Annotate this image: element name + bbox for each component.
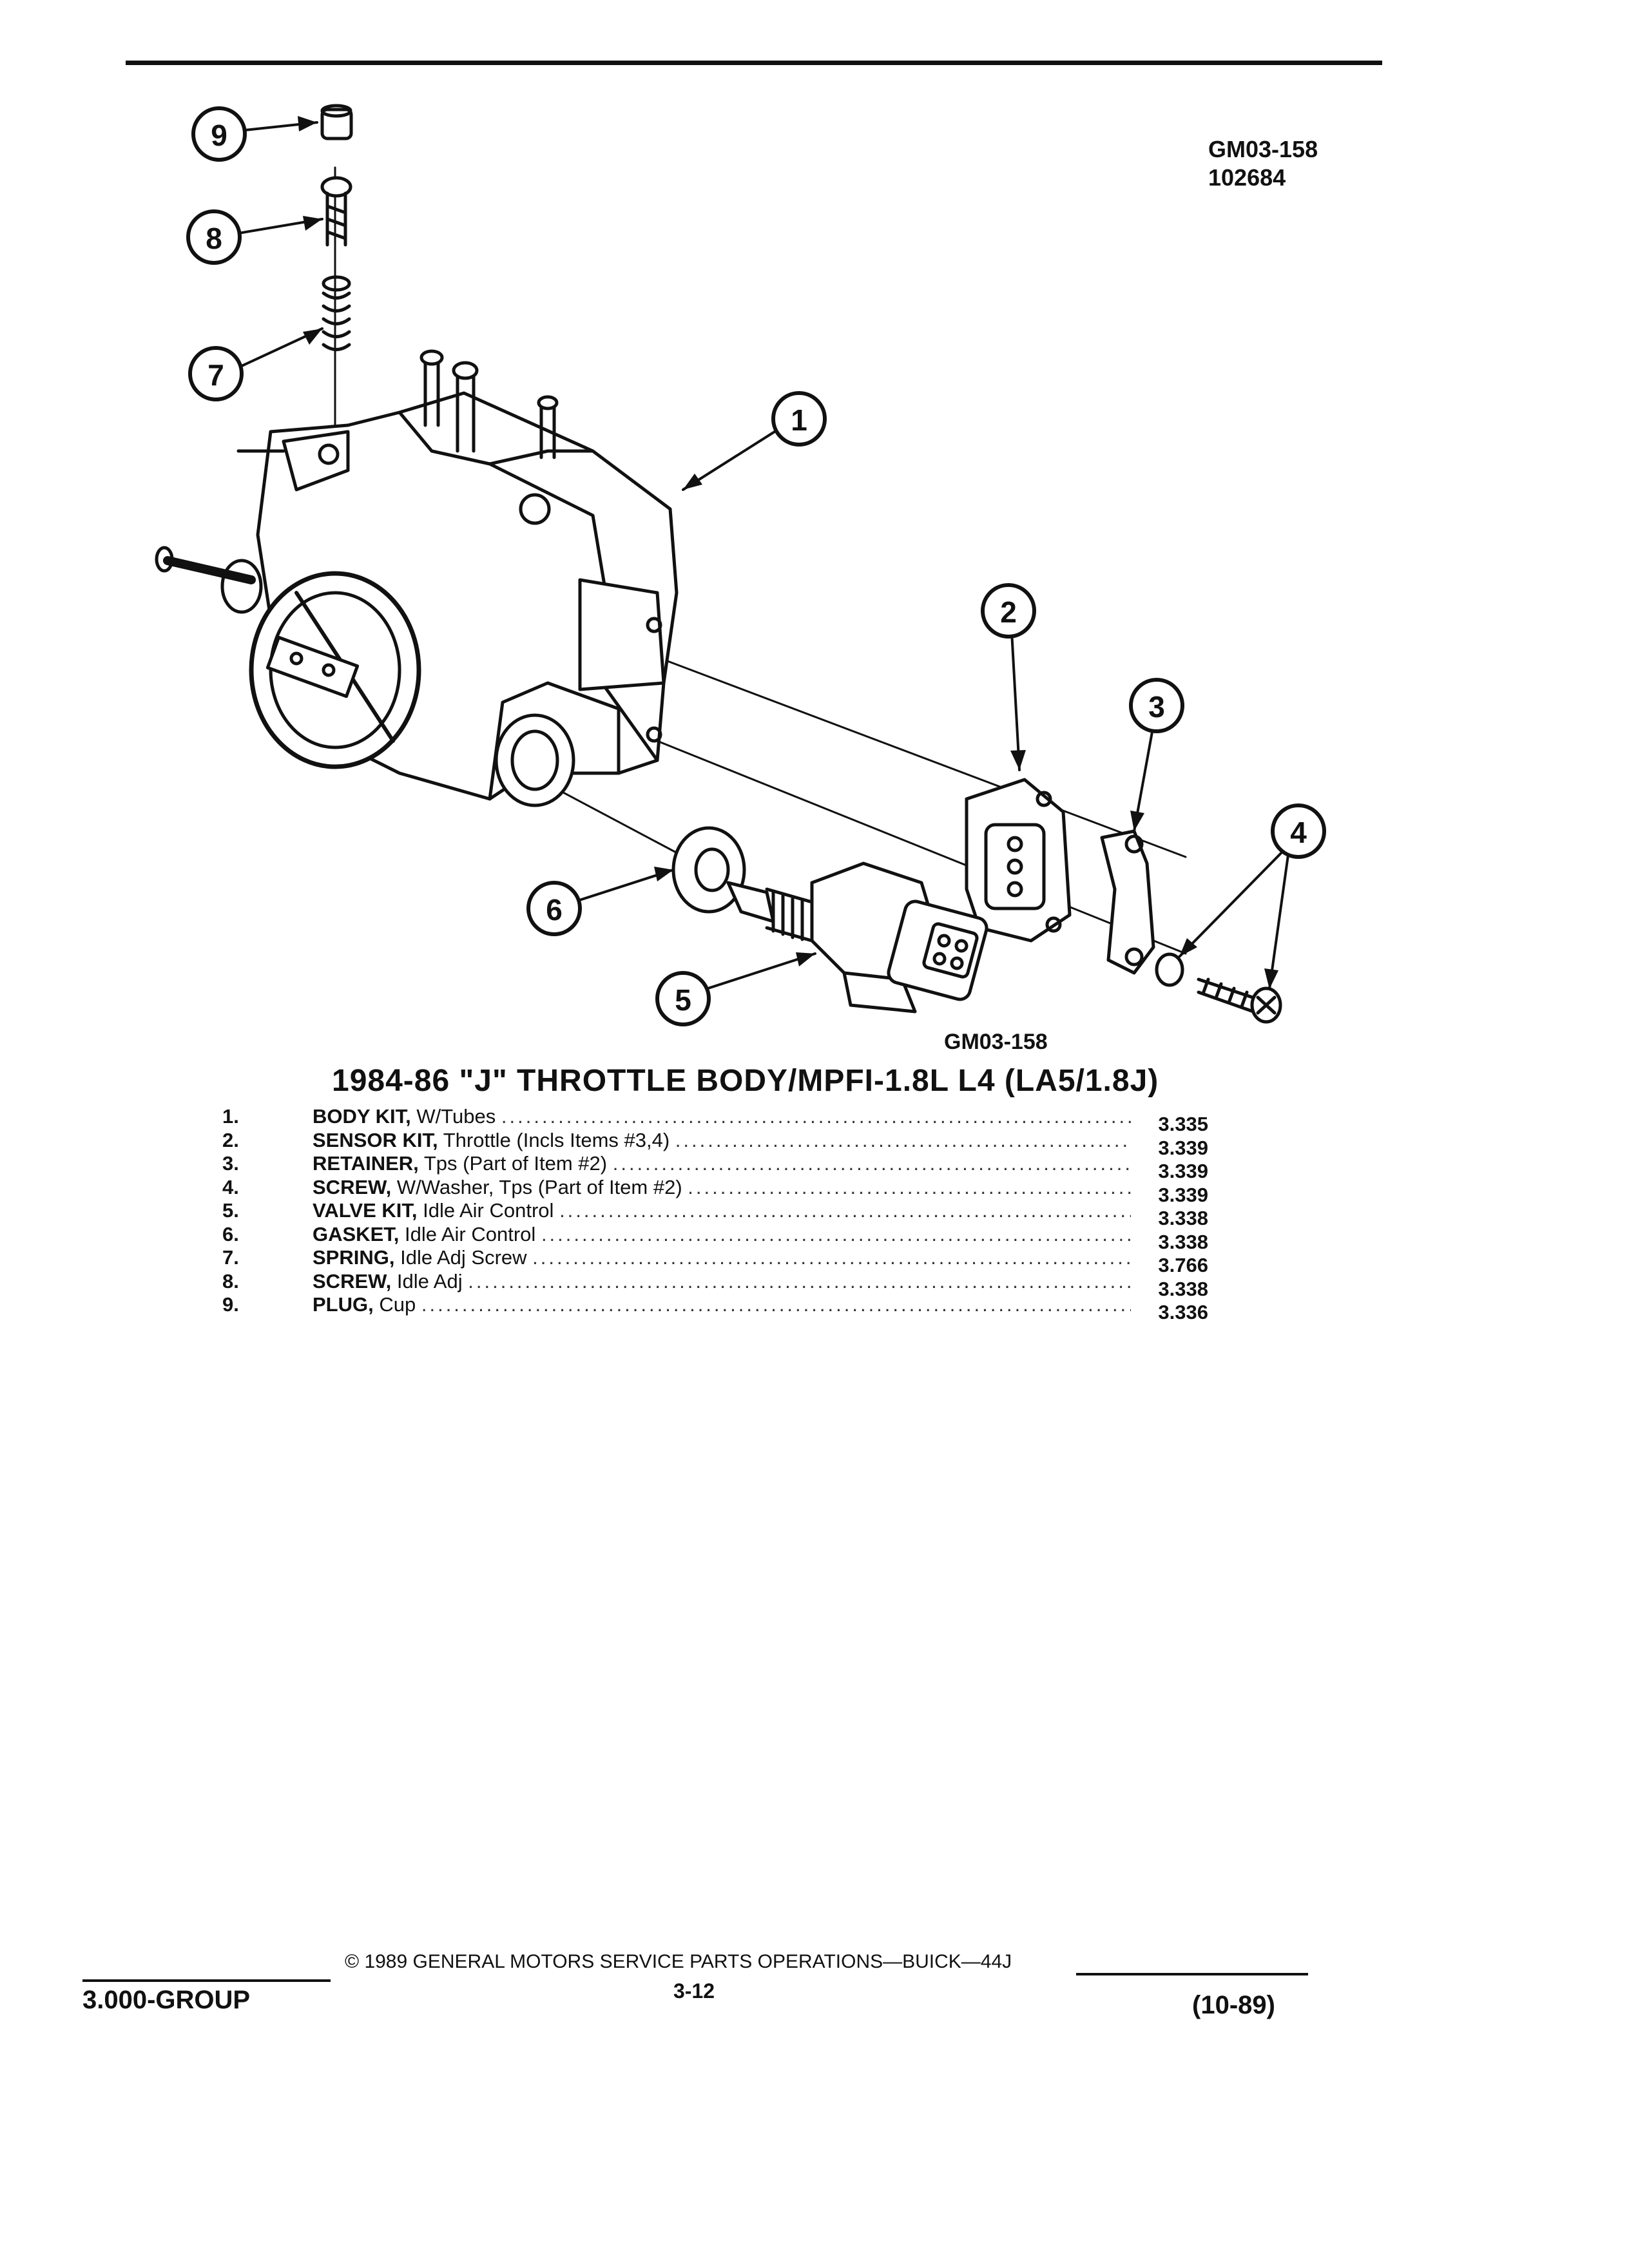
parts-list: 1. BODY KIT, W/Tubes ...................… [222, 1105, 1208, 1323]
part-code: 3.339 [1158, 1183, 1208, 1206]
list-item: 6. GASKET, Idle Air Control ............… [222, 1222, 1208, 1253]
callout-5: 5 [675, 983, 691, 1017]
part-description: Idle Air Control [404, 1222, 536, 1245]
page-title: 1984-86 "J" THROTTLE BODY/MPFI-1.8L L4 (… [332, 1064, 1159, 1098]
list-item: 9. PLUG, Cup ...........................… [222, 1293, 1208, 1323]
top-rule [126, 61, 1382, 65]
part-code: 3.336 [1158, 1301, 1208, 1323]
figure-id-bottom: GM03-158 [944, 1030, 1048, 1054]
callout-4: 4 [1290, 816, 1307, 849]
callout-8: 8 [206, 222, 222, 255]
part-code: 3.766 [1158, 1254, 1208, 1276]
list-item: 5. VALVE KIT, Idle Air Control .........… [222, 1199, 1208, 1229]
part-name: SCREW, [313, 1269, 392, 1293]
part-name: BODY KIT, [313, 1105, 411, 1128]
list-item: 3. RETAINER, Tps (Part of Item #2) .....… [222, 1152, 1208, 1182]
part-description: W/Washer, Tps (Part of Item #2) [396, 1175, 682, 1198]
callout-3: 3 [1148, 690, 1165, 724]
part-number: 9. [222, 1293, 239, 1316]
tps-screw-part [1155, 952, 1282, 1024]
part-number: 2. [222, 1128, 239, 1151]
callout-6: 6 [546, 893, 563, 927]
throttle-body [155, 349, 679, 807]
part-code: 3.339 [1158, 1160, 1208, 1182]
part-name: SENSOR KIT, [313, 1128, 438, 1151]
part-number: 1. [222, 1105, 239, 1128]
list-item: 2. SENSOR KIT, Throttle (Incls Items #3,… [222, 1128, 1208, 1159]
footer-date: (10-89) [1192, 1991, 1275, 2019]
part-description: Cup [379, 1293, 416, 1316]
tps-sensor-part [965, 778, 1072, 943]
part-name: VALVE KIT, [313, 1199, 418, 1222]
part-description: W/Tubes [416, 1105, 496, 1128]
throttle-body-diagram: 9 8 7 1 2 3 4 5 6 [155, 104, 1326, 1026]
list-item: 7. SPRING, Idle Adj Screw ..............… [222, 1246, 1208, 1276]
iac-gasket-part [671, 826, 746, 914]
footer-rule-right [1076, 1973, 1308, 1975]
part-description: Throttle (Incls Items #3,4) [443, 1128, 670, 1151]
figure-code: 102684 [1208, 164, 1286, 191]
part-number: 3. [222, 1152, 239, 1175]
part-description: Idle Adj [396, 1269, 463, 1293]
part-name: SCREW, [313, 1175, 392, 1198]
idle-screw-part [320, 176, 352, 247]
part-description: Tps (Part of Item #2) [423, 1152, 608, 1175]
part-name: PLUG, [313, 1293, 374, 1316]
iac-valve-part [726, 861, 988, 1014]
page-number: 3-12 [673, 1979, 715, 2003]
footer-group: 3.000-GROUP [82, 1986, 251, 2014]
part-code: 3.338 [1158, 1230, 1208, 1253]
part-code: 3.339 [1158, 1136, 1208, 1159]
footer-rule-left [82, 1979, 331, 1982]
spring-part [322, 275, 351, 351]
list-item: 4. SCREW, W/Washer, Tps (Part of Item #2… [222, 1175, 1208, 1206]
callout-7: 7 [207, 358, 224, 392]
part-number: 6. [222, 1222, 239, 1245]
callout-9: 9 [211, 119, 227, 152]
part-code: 3.335 [1158, 1113, 1208, 1135]
list-item: 1. BODY KIT, W/Tubes ...................… [222, 1105, 1208, 1135]
part-number: 8. [222, 1269, 239, 1293]
callout-1: 1 [791, 403, 807, 437]
part-name: GASKET, [313, 1222, 400, 1245]
part-description: Idle Adj Screw [400, 1246, 527, 1269]
part-name: RETAINER, [313, 1152, 419, 1175]
part-number: 7. [222, 1246, 239, 1269]
retainer-part [1100, 829, 1155, 975]
list-item: 8. SCREW, Idle Adj .....................… [222, 1269, 1208, 1300]
cup-plug-part [320, 104, 353, 140]
part-description: Idle Air Control [423, 1199, 554, 1222]
callout-2: 2 [1000, 595, 1017, 629]
part-number: 4. [222, 1175, 239, 1198]
part-name: SPRING, [313, 1246, 395, 1269]
footer-copyright: © 1989 GENERAL MOTORS SERVICE PARTS OPER… [345, 1951, 1012, 1972]
part-number: 5. [222, 1199, 239, 1222]
figure-id-top: GM03-158 102684 [1208, 135, 1318, 192]
part-code: 3.338 [1158, 1277, 1208, 1300]
figure-id: GM03-158 [1208, 136, 1318, 162]
part-code: 3.338 [1158, 1207, 1208, 1229]
